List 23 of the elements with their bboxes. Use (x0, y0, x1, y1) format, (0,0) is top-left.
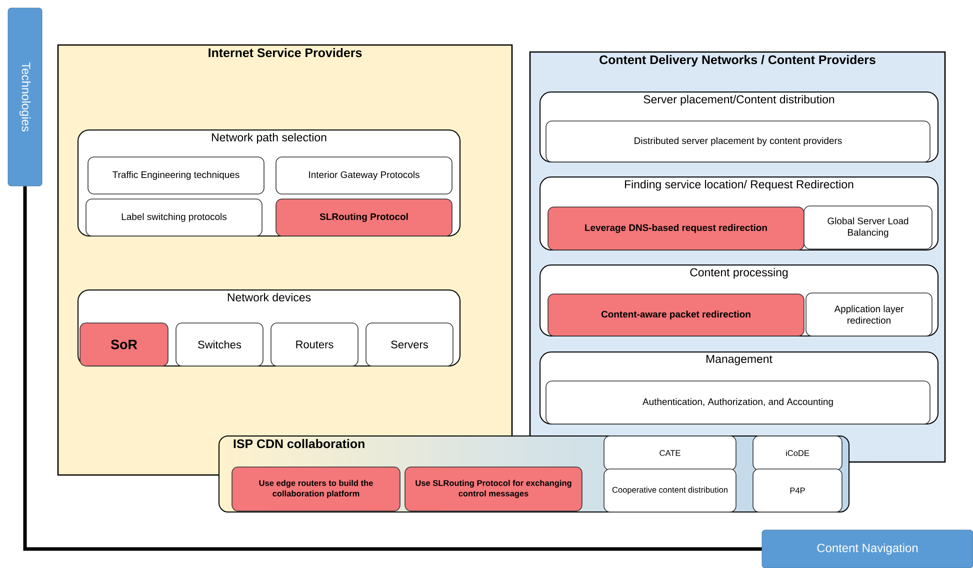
highlighted-box: Use SLRouting Protocol for exchanging control messages (404, 466, 582, 512)
item-box: Traffic Engineering techniques (88, 156, 264, 194)
item-box: Distributed server placement by content providers (546, 120, 930, 162)
axis-label: Content Navigation (762, 530, 973, 568)
item-box: Routers (270, 322, 358, 366)
item-box: P4P (752, 468, 842, 512)
item-box: Cooperative content distribution (604, 468, 736, 512)
item-box: Application layer redirection (806, 292, 932, 336)
axis-label: Technologies (8, 8, 42, 186)
highlighted-box: SoR (80, 322, 168, 366)
highlighted-box: Use edge routers to build the collaboration platform (232, 466, 400, 512)
item-box: Label switching protocols (86, 198, 262, 236)
item-box: Interior Gateway Protocols (276, 156, 452, 194)
connector-line (23, 186, 762, 551)
item-box: Switches (176, 322, 264, 366)
item-box: Authentication, Authorization, and Accounting (546, 380, 930, 424)
item-box: CATE (604, 436, 736, 470)
item-box: iCoDE (752, 436, 842, 470)
highlighted-box: Leverage DNS-based request redirection (548, 206, 804, 250)
item-box: Servers (366, 322, 454, 366)
highlighted-box: Content-aware packet redirection (548, 294, 804, 336)
highlighted-box: SLRouting Protocol (276, 198, 452, 236)
item-box: Global Server Load Balancing (804, 206, 932, 250)
